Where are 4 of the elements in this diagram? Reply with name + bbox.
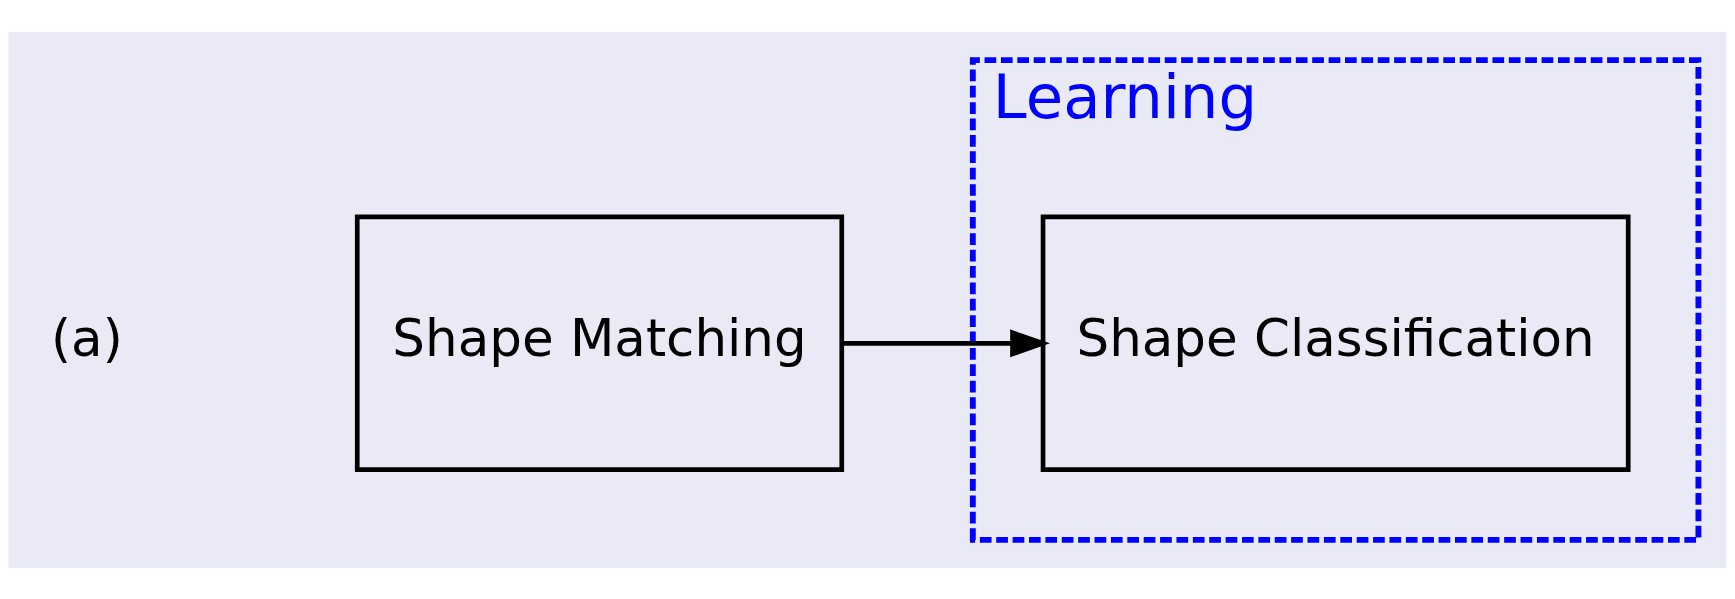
node-box: Shape Matching [354, 214, 845, 472]
label: (a) [51, 307, 123, 368]
arrow [842, 328, 1050, 357]
node-box: Shape Classification [1040, 214, 1631, 472]
